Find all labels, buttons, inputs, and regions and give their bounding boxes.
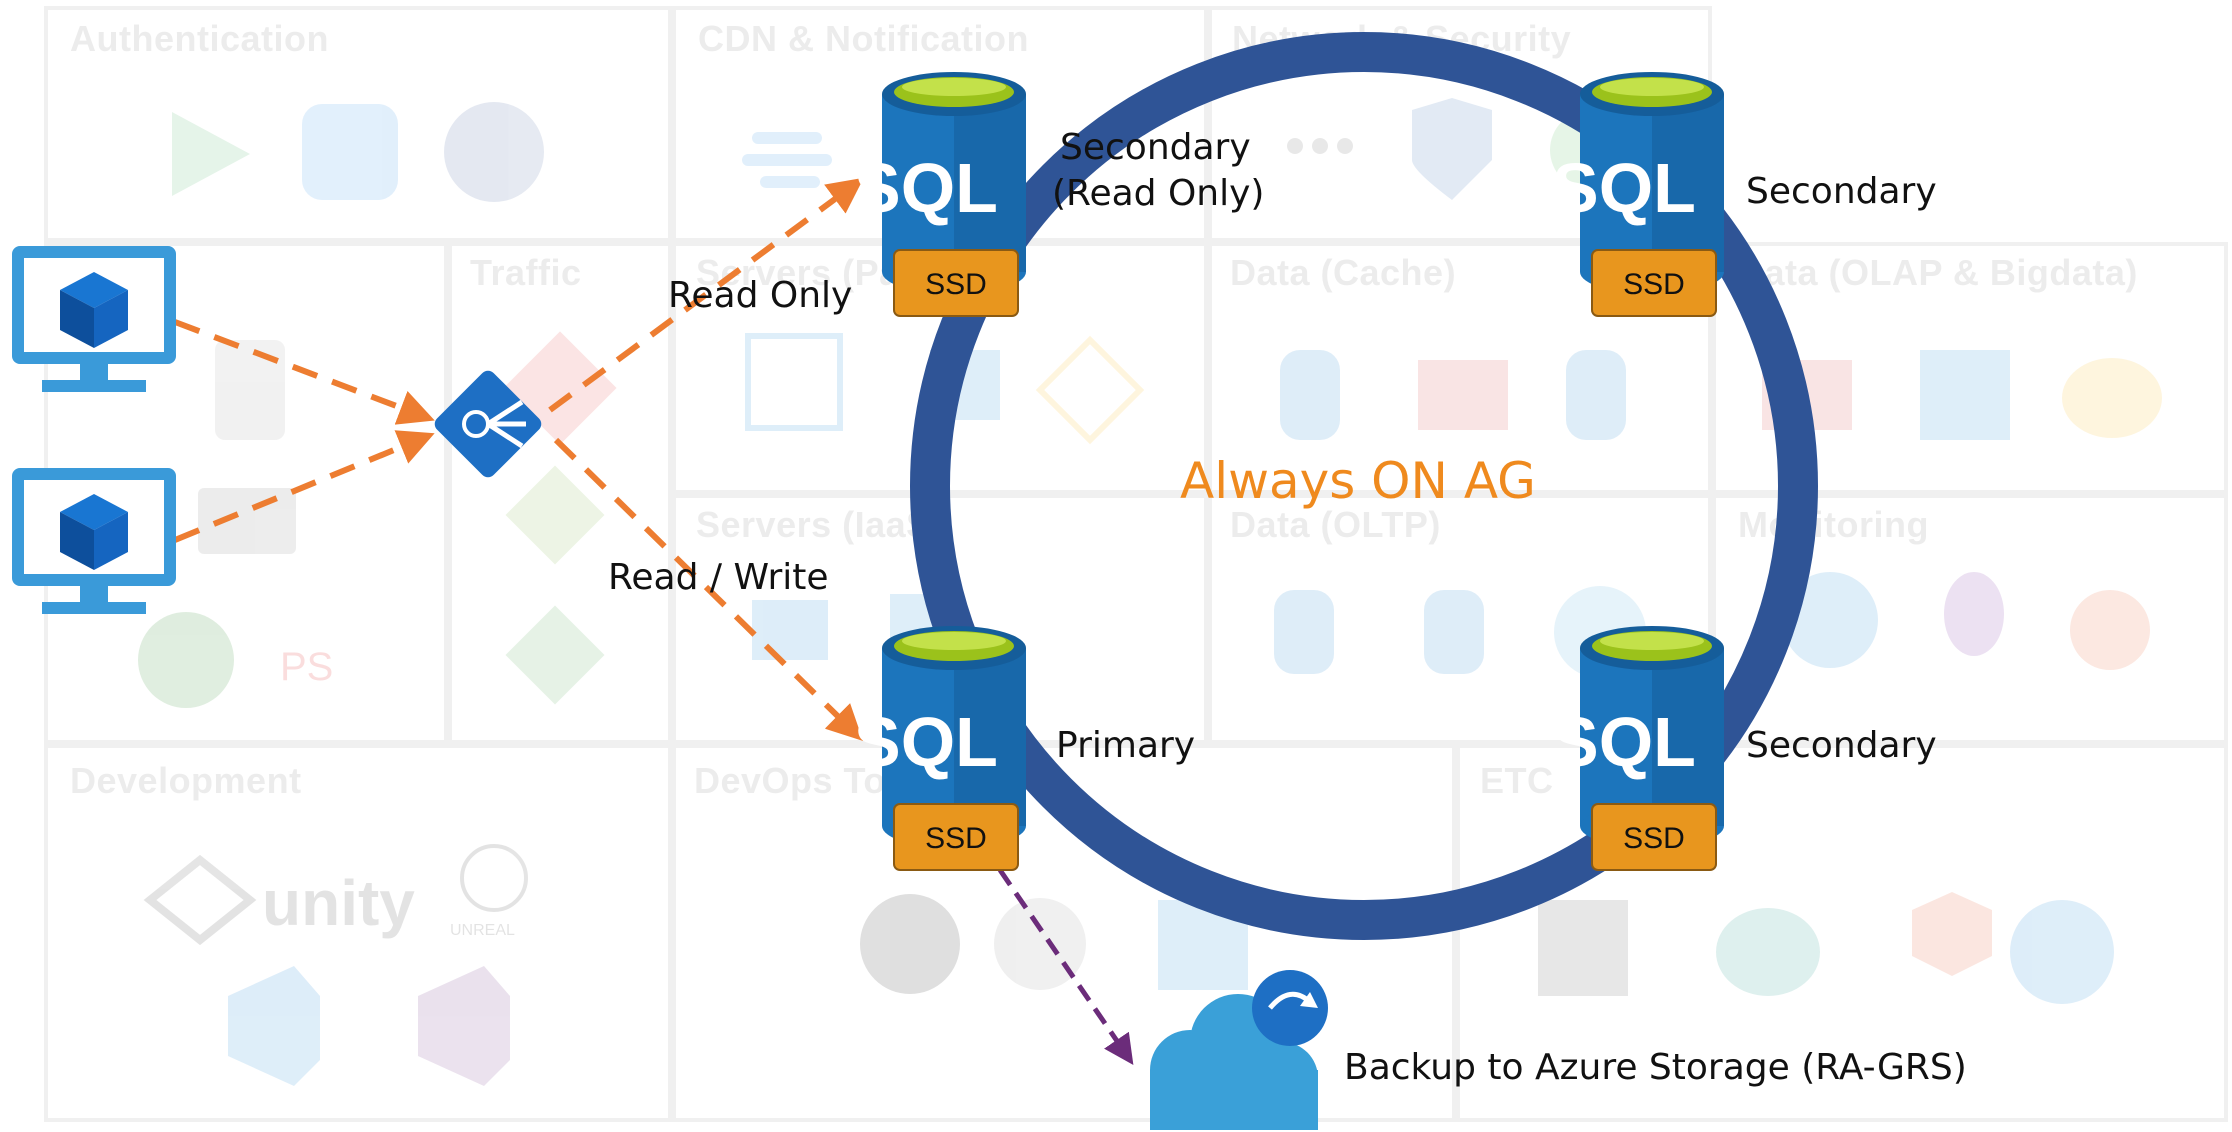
node-top-left-label-line1: Secondary	[1060, 127, 1251, 168]
sql-node-top-left: SQL SSD	[854, 72, 1026, 317]
ssd-badge	[893, 803, 1019, 871]
read-only-edge-label: Read Only	[668, 275, 853, 316]
sql-text: SQL	[1552, 703, 1696, 781]
ssd-badge	[1591, 249, 1717, 317]
read-write-arrow	[553, 437, 864, 742]
node-bottom-left-label: Primary	[1056, 725, 1196, 766]
read-only-arrow	[548, 177, 864, 413]
ssd-label: SSD	[925, 268, 987, 301]
azure-storage-cloud-icon	[1150, 970, 1328, 1130]
node-top-left-label-line2: (Read Only)	[1052, 173, 1265, 214]
sql-text: SQL	[854, 703, 998, 781]
node-bottom-right-label: Secondary	[1746, 725, 1937, 766]
always-on-ag-label: Always ON AG	[1180, 452, 1536, 510]
sql-node-bottom-right: SQL SSD	[1552, 626, 1724, 871]
sql-node-bottom-left: SQL SSD	[854, 626, 1026, 871]
ssd-badge	[1591, 803, 1717, 871]
client-vm-2-icon	[12, 468, 176, 614]
client-2-arrow	[173, 430, 435, 543]
sql-text: SQL	[854, 149, 998, 227]
sql-node-top-right: SQL SSD	[1552, 72, 1724, 317]
client-1-arrow	[173, 319, 435, 425]
backup-label: Backup to Azure Storage (RA-GRS)	[1344, 1047, 1967, 1088]
availability-group-ring	[910, 32, 1818, 940]
ssd-badge	[893, 249, 1019, 317]
ssd-label: SSD	[1623, 822, 1685, 855]
read-write-edge-label: Read / Write	[608, 557, 829, 598]
sql-text: SQL	[1552, 149, 1696, 227]
backup-arrow	[997, 868, 1134, 1065]
load-balancer-icon	[434, 370, 542, 478]
client-vm-1-icon	[12, 246, 176, 392]
ssd-label: SSD	[1623, 268, 1685, 301]
node-top-right-label: Secondary	[1746, 171, 1937, 212]
ssd-label: SSD	[925, 822, 987, 855]
